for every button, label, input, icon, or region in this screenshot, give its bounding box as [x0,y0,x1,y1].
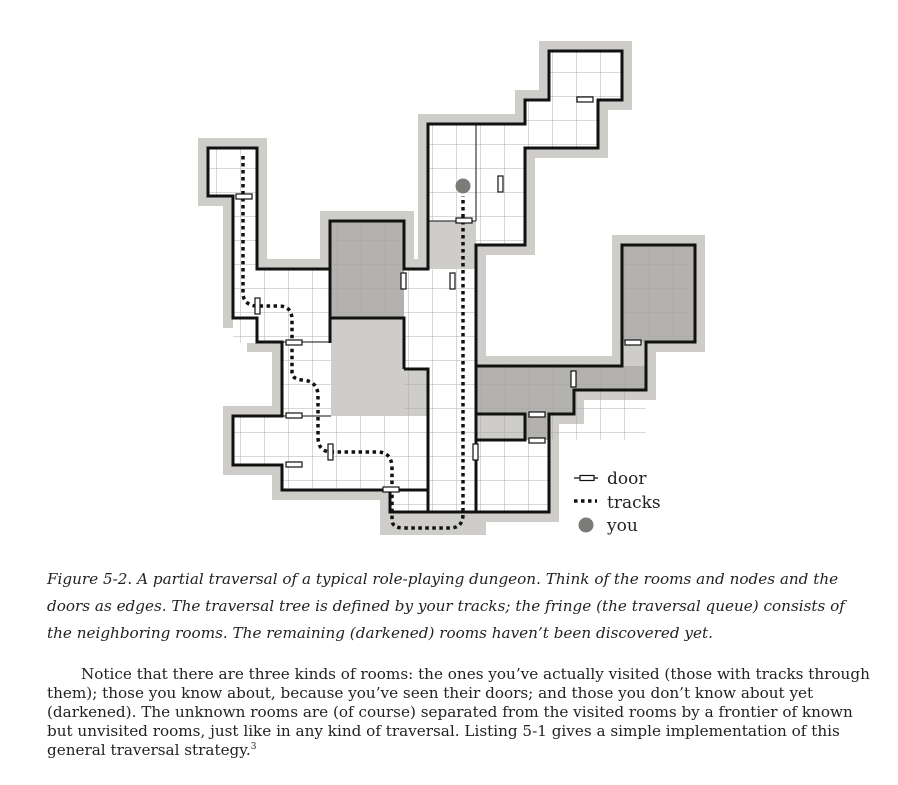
door [528,437,546,444]
legend-you-label: you [606,516,638,536]
door-icon [579,474,595,482]
floor-grid [208,51,695,512]
door [235,193,253,200]
legend-tracks: tracks [574,493,661,513]
tracks-path [241,156,465,530]
figure-legend: door tracks you [574,469,661,536]
door [455,217,473,224]
legend-tracks-label: tracks [607,493,661,513]
door [576,96,594,103]
dungeon-walls [206,49,697,514]
legend-door-label: door [607,469,647,489]
door [472,443,479,461]
door [624,339,642,346]
door [382,486,400,493]
door [285,339,303,346]
door [254,297,261,315]
door [497,175,504,193]
door [285,461,303,468]
you-marker [455,178,471,194]
door [285,412,303,419]
body-text: Notice that there are three kinds of roo… [47,665,870,759]
door [327,443,334,461]
door [400,272,407,290]
door [528,411,546,418]
door [449,272,456,290]
you-icon [578,517,594,533]
body-paragraph: Notice that there are three kinds of roo… [47,665,877,760]
figure-caption: Figure 5-2. A partial traversal of a typ… [47,570,845,642]
dungeon-figure: door tracks you [198,41,705,536]
doors [235,96,642,493]
dungeon-map: door tracks you [198,41,705,536]
door [570,370,577,388]
footnote-ref[interactable]: 3 [250,741,257,752]
legend-door: door [574,469,647,489]
legend-you: you [578,516,638,536]
